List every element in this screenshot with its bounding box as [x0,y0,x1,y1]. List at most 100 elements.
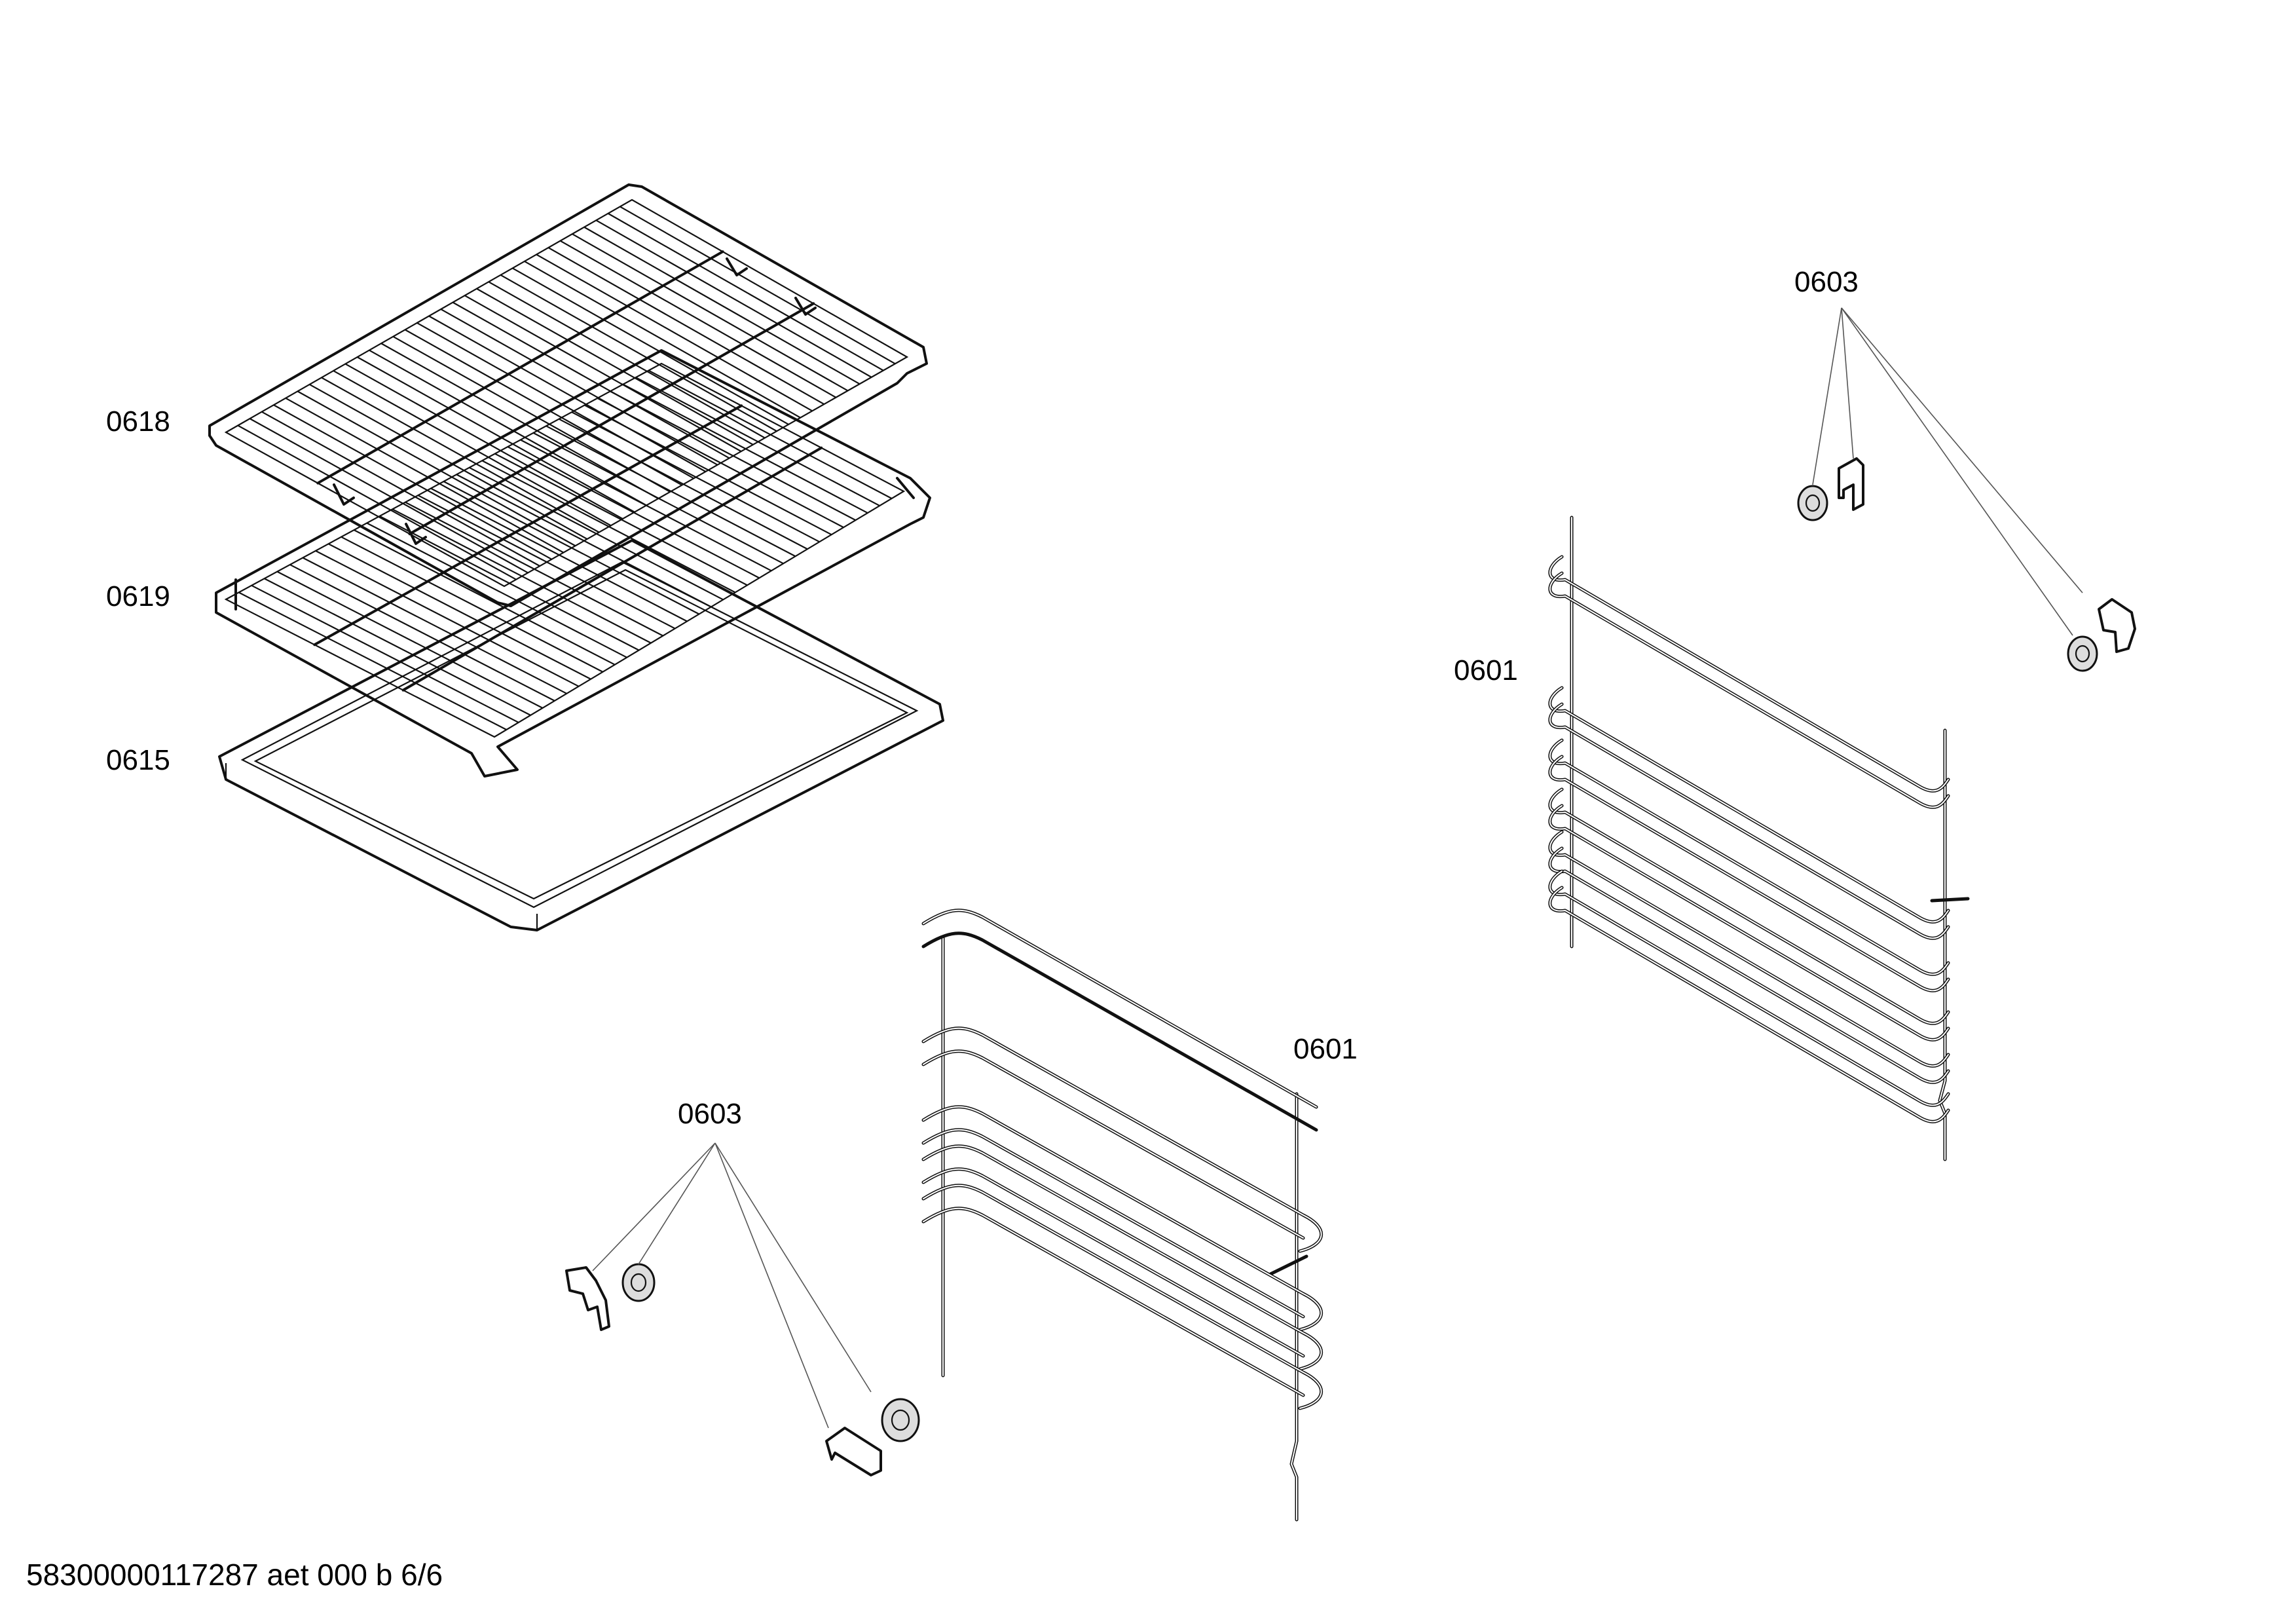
baking-tray [218,539,944,931]
wire-rail [923,1184,1322,1409]
wire-rail [1548,830,1950,1068]
wire-bar [333,370,612,527]
wire-rail [1549,848,1949,1083]
wire-rail [923,1207,1304,1396]
wire-bar [488,281,766,439]
wire-bar [464,295,742,453]
wire-bar [560,240,837,398]
wire-rail [1549,556,1949,792]
clip-bracket-part [565,1266,610,1331]
label-clips-left: 0603 [678,1098,742,1130]
side-rail-center [921,909,1324,1522]
wire-rail [1548,702,1950,940]
wire-bar [401,446,823,692]
clip-bracket-part [2098,598,2136,653]
wire-bar [500,274,777,432]
wire-rail [1548,555,1950,793]
label-rack-top: 0618 [106,405,170,438]
wire-bar [476,288,754,445]
wire-rail [1549,740,1949,975]
wire-bar [572,233,849,392]
wire-bar [440,309,718,466]
wire-rail [1549,756,1949,992]
wire-bar [341,536,603,673]
wire-rail [1548,886,1950,1123]
wire-rail [1549,687,1949,923]
wire-bar [237,424,517,580]
wire-bar [536,253,813,412]
label-rail-right: 0601 [1454,654,1518,686]
wire-bar [316,250,724,485]
clip-parts-left [565,1263,920,1476]
wire-rail [921,1105,1324,1332]
wire-rail [1549,887,1949,1123]
wire-bar [595,219,872,378]
wire-bar [380,343,659,500]
wire-bar [273,404,552,560]
wire-bar [369,349,647,506]
wire-bar [302,557,567,694]
wire-rail [1549,704,1949,939]
wire-rail [1549,572,1949,808]
wire-bar [264,578,531,716]
wire-rail [923,1050,1304,1239]
wire-rail [1548,755,1950,992]
clip-bracket-part [1838,457,1864,511]
wire-bar [357,356,635,513]
roller-part [2067,635,2098,672]
wire-bar [404,329,682,486]
wire-bar [366,522,627,658]
wire-bar [327,543,591,680]
wire-bar [321,377,600,533]
wire-bar [238,591,507,730]
wire-rail [1549,831,1949,1067]
roller-part [1797,485,1828,521]
wire-rail [1548,738,1950,976]
wire-rail [921,1184,1324,1410]
side-rail-right [1548,516,1970,1161]
wire-bar [512,267,789,425]
wire-rail [1548,787,1950,1025]
label-tray: 0615 [106,744,170,776]
wire-bar [452,301,730,459]
wire-rail [923,1129,1304,1317]
label-clips-right: 0603 [1794,266,1859,298]
wire-bar [289,564,555,702]
wire-rail [1548,846,1950,1084]
wire-rail [1548,571,1950,809]
wire-bar [428,315,707,472]
wire-bar [408,302,815,536]
wire-bar [251,584,519,723]
wire-rail [923,1027,1322,1252]
wire-bar [392,335,671,493]
wire-rail [1549,805,1949,1041]
wire-bar [620,206,896,365]
wire-bar [249,418,528,574]
wire-rack-top [208,183,928,607]
wire-rail [923,1106,1322,1330]
label-rail-center: 0601 [1293,1033,1358,1065]
wire-bar [417,322,694,479]
wire-bar [354,529,616,666]
roller-part [621,1263,656,1302]
wire-bar [315,550,580,687]
wire-rail [1548,804,1950,1042]
wire-rail [1548,869,1950,1107]
wire-bar [583,226,861,385]
wire-bar [547,247,824,405]
clip-bracket-part [825,1427,882,1476]
wire-bar [607,212,884,371]
label-rack-lower: 0619 [106,580,170,612]
wire-rail [921,1144,1324,1371]
wire-bar [344,363,623,520]
roller-part [881,1398,920,1442]
wire-rail [923,1168,1304,1357]
wire-rail [921,1026,1324,1253]
wire-bar [313,404,743,647]
leader-lines [592,307,2083,1429]
wire-bar [276,571,544,709]
wire-rail [923,1145,1322,1370]
clip-parts-right [1797,457,2136,672]
wire-bar [297,390,576,547]
